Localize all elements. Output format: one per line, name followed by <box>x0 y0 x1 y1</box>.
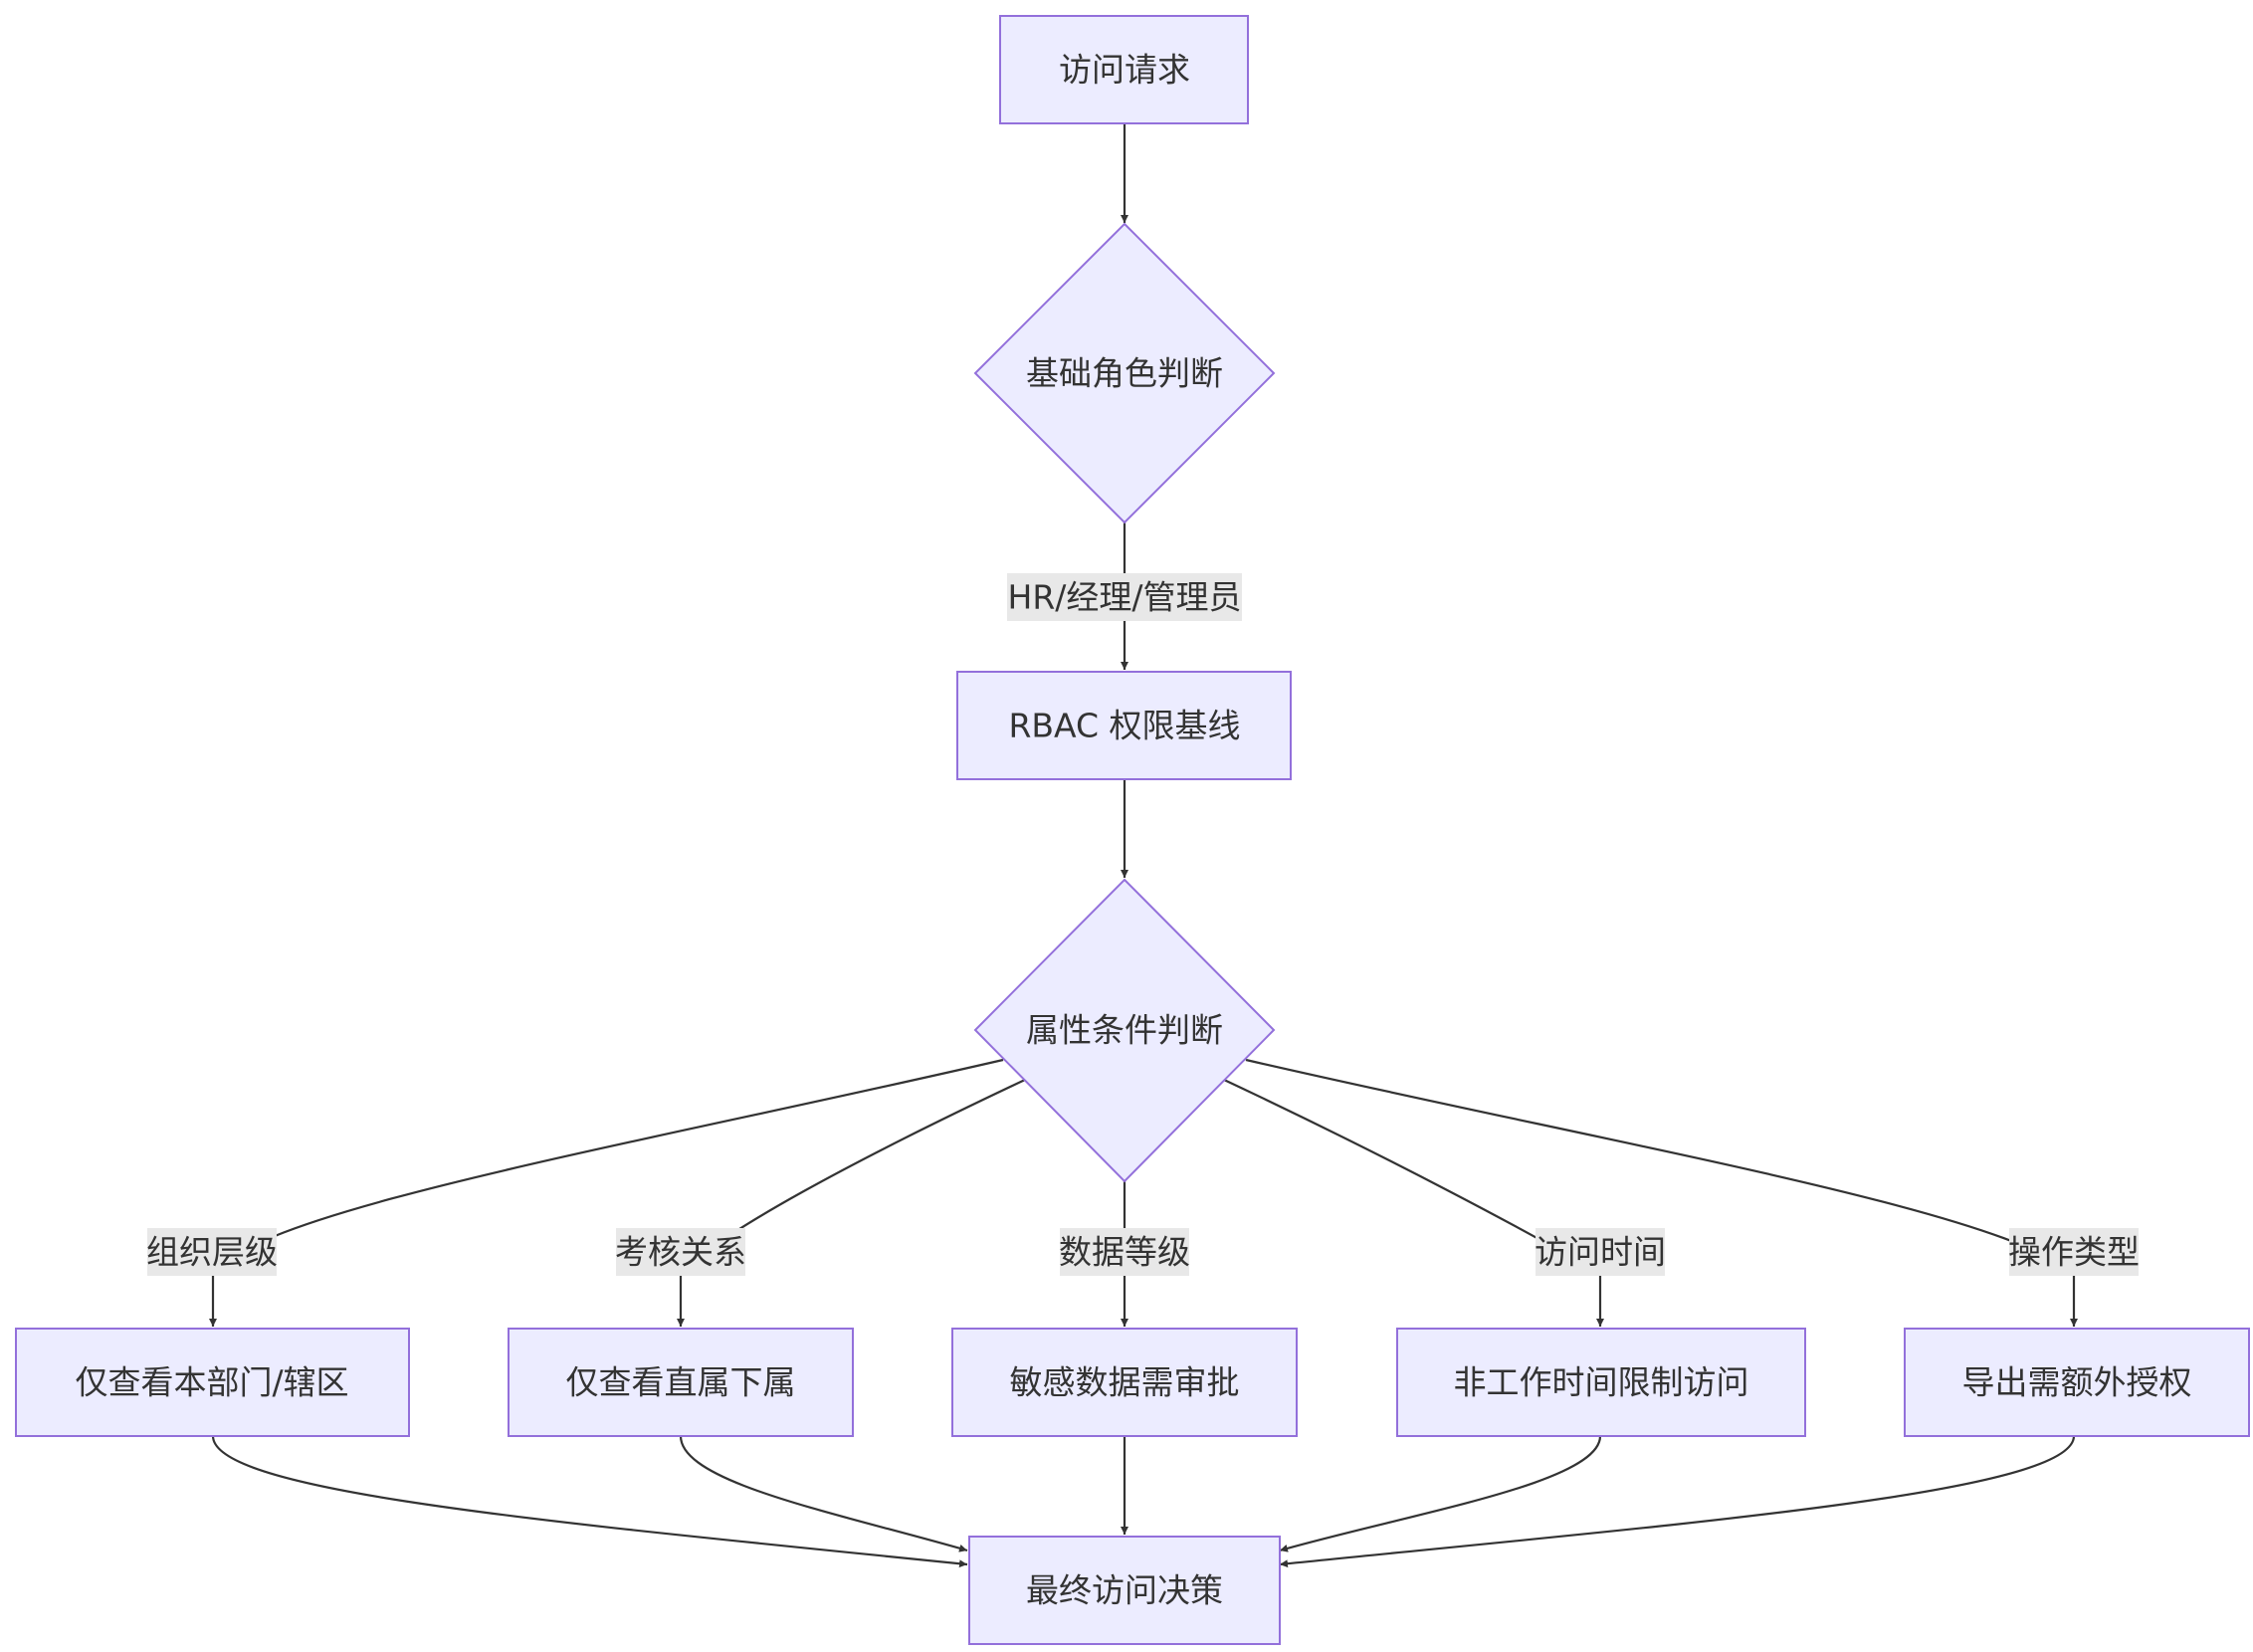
edge-dept-scope-to-final <box>211 1435 968 1568</box>
node-direct-reports: 仅查看直属下属 <box>508 1328 854 1437</box>
edge-label-data-level-text: 数据等级 <box>1059 1233 1190 1272</box>
edge-label-access-time-text: 访问时间 <box>1535 1233 1666 1272</box>
edge-label-access-time: 访问时间 <box>1535 1228 1666 1276</box>
nodes: 访问请求 基础角色判断 RBAC 权限基线 属性条件判断 仅查看本部门/辖区 仅… <box>15 15 2250 1645</box>
node-dept-scope-text: 仅查看本部门/辖区 <box>75 1363 348 1402</box>
node-dept-scope: 仅查看本部门/辖区 <box>15 1328 410 1437</box>
node-rbac-baseline-text: RBAC 权限基线 <box>1008 707 1240 745</box>
edge-label-review-relation-text: 考核关系 <box>615 1233 746 1272</box>
node-off-hours-limit-text: 非工作时间限制访问 <box>1454 1363 1749 1402</box>
edge-label-org-level-text: 组织层级 <box>146 1233 278 1272</box>
node-attribute-decision-text: 属性条件判断 <box>1026 1011 1223 1050</box>
edge-off-hours-to-final <box>1279 1435 1602 1552</box>
node-final-decision-text: 最终访问决策 <box>1026 1571 1223 1610</box>
edges <box>209 123 2078 1568</box>
node-sensitive-approval: 敏感数据需审批 <box>951 1328 1298 1437</box>
node-final-decision: 最终访问决策 <box>968 1536 1281 1645</box>
node-access-request-text: 访问请求 <box>1059 51 1190 90</box>
edge-label-review-relation: 考核关系 <box>615 1228 746 1276</box>
edge-label-operation-type-text: 操作类型 <box>2008 1233 2140 1272</box>
edge-label-role-to-rbac-text: HR/经理/管理员 <box>1008 578 1242 617</box>
node-attribute-decision: 属性条件判断 <box>973 878 1276 1183</box>
edge-export-to-final <box>1279 1435 2076 1568</box>
node-export-auth: 导出需额外授权 <box>1904 1328 2250 1437</box>
edge-direct-reports-to-final <box>679 1435 968 1552</box>
edge-labels: HR/经理/管理员 组织层级 考核关系 数据等级 访问时间 操作类型 <box>146 573 2140 1276</box>
node-rbac-baseline: RBAC 权限基线 <box>956 671 1292 780</box>
node-direct-reports-text: 仅查看直属下属 <box>566 1363 796 1402</box>
node-export-auth-text: 导出需额外授权 <box>1962 1363 2192 1402</box>
node-off-hours-limit: 非工作时间限制访问 <box>1396 1328 1806 1437</box>
edge-label-org-level: 组织层级 <box>146 1228 278 1276</box>
node-access-request: 访问请求 <box>999 15 1249 124</box>
edge-label-operation-type: 操作类型 <box>2008 1228 2140 1276</box>
node-sensitive-approval-text: 敏感数据需审批 <box>1010 1363 1240 1402</box>
edge-label-role-to-rbac: HR/经理/管理员 <box>1007 573 1242 621</box>
edge-attribute-to-dept-scope <box>212 1058 1004 1275</box>
node-role-decision-text: 基础角色判断 <box>1026 354 1223 393</box>
edge-label-data-level: 数据等级 <box>1059 1228 1190 1276</box>
node-role-decision: 基础角色判断 <box>973 222 1276 524</box>
